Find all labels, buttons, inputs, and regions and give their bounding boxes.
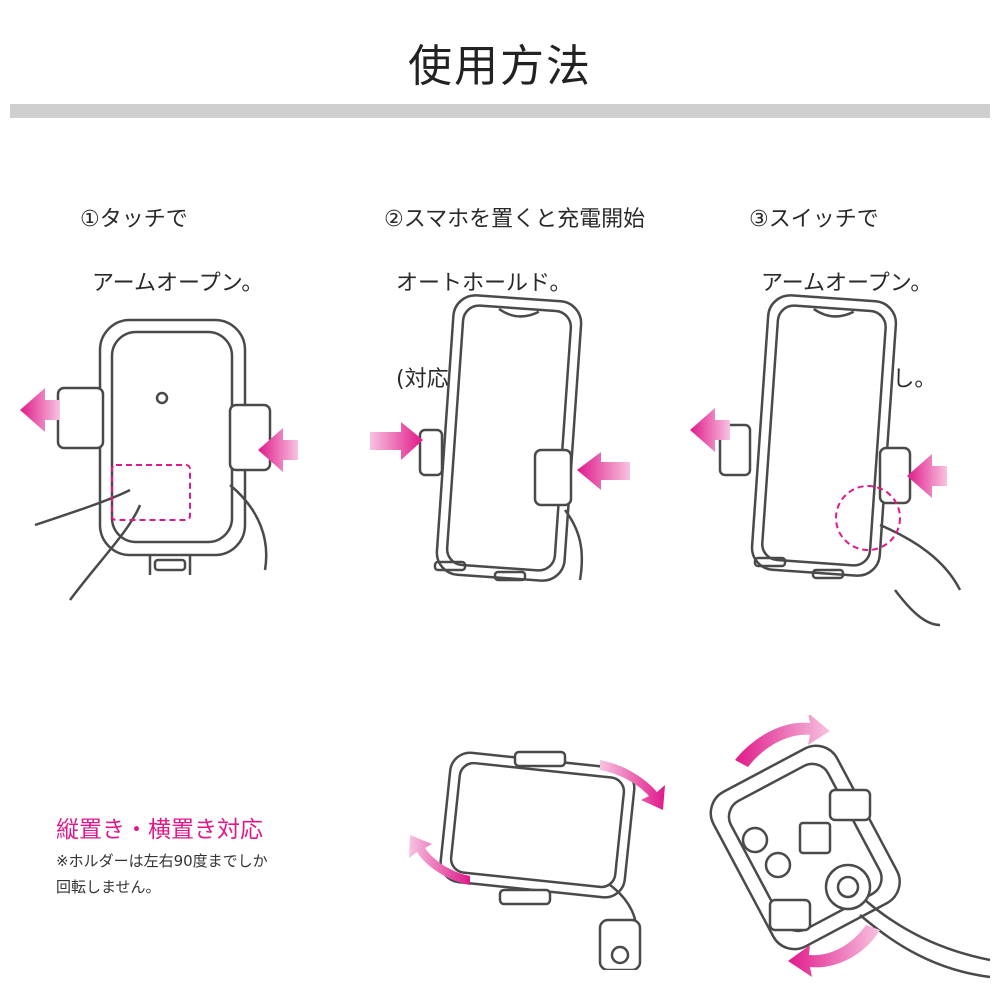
step-1-illustration bbox=[20, 318, 298, 601]
step-1-line1: ①タッチで bbox=[80, 207, 188, 232]
rotate-bottom-arrow-icon bbox=[409, 835, 470, 885]
rotate-upper-arrow-icon bbox=[735, 715, 830, 767]
step-3-illustration bbox=[690, 294, 962, 627]
step-2-illustration bbox=[370, 294, 630, 582]
step-3-line2: アームオープン。 bbox=[761, 271, 933, 296]
arm-close-left-arrow-icon bbox=[370, 422, 423, 460]
arm-open-right-arrow-icon bbox=[258, 428, 298, 472]
step-1-line2: アームオープン。 bbox=[92, 271, 264, 296]
switch-highlight-circle bbox=[835, 485, 901, 551]
rotation-illustration bbox=[709, 715, 991, 979]
rotation-note-line1: ※ホルダーは左右90度までしか bbox=[56, 852, 268, 870]
orientation-heading: 縦置き・横置き対応 bbox=[56, 817, 263, 843]
page-title: 使用方法 bbox=[408, 41, 592, 92]
arm-open-right-arrow-icon-3 bbox=[907, 454, 947, 498]
touch-sensor-area bbox=[111, 464, 191, 521]
arm-open-left-arrow-icon bbox=[20, 388, 60, 432]
rotation-note-line2: 回転しません。 bbox=[56, 878, 161, 896]
rotate-lower-arrow-icon bbox=[788, 925, 880, 977]
arm-close-right-arrow-icon bbox=[577, 452, 630, 490]
step-1-caption: ①タッチで アームオープン。 bbox=[66, 172, 263, 332]
rotation-note: ※ホルダーは左右90度までしか 回転しません。 bbox=[56, 848, 346, 900]
step-2-line2: オートホールド。 bbox=[396, 271, 572, 296]
step-2-line1: ②スマホを置くと充電開始 bbox=[384, 207, 646, 232]
step-3-line1: ③スイッチで bbox=[749, 207, 879, 232]
header-divider bbox=[10, 104, 990, 118]
landscape-illustration bbox=[409, 750, 665, 970]
rotate-top-arrow-icon bbox=[600, 760, 665, 810]
arm-open-left-arrow-icon-3 bbox=[690, 408, 730, 452]
